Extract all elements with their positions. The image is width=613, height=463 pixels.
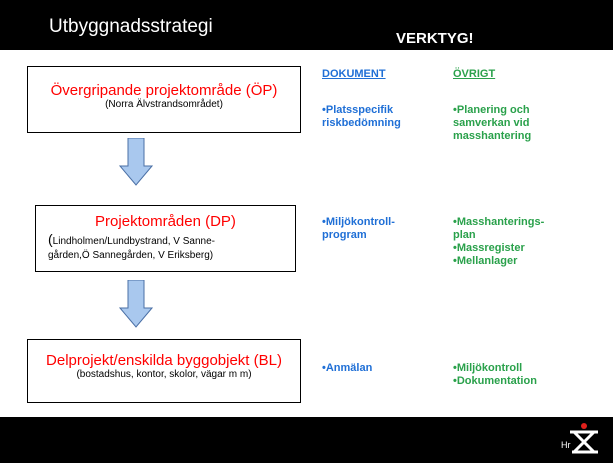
item-line: samverkan vid: [453, 117, 530, 129]
box-project-areas: Projektområden (DP) (Lindholmen/Lundbyst…: [35, 205, 296, 272]
item-line: plan: [453, 229, 476, 241]
box-subtitle-paren: (: [48, 231, 53, 247]
item-line: •Miljökontroll-: [322, 216, 395, 228]
box-subtitle: (bostadshus, kontor, skolor, vägar m m): [76, 369, 252, 380]
item-line: •Massregister: [453, 242, 525, 254]
logo-text: Hr: [561, 440, 571, 450]
item-line: •Platsspecifik: [322, 104, 394, 116]
box-subtitle-line: gården,Ö Sannegården, V Eriksberg): [48, 250, 214, 261]
item-line: •Dokumentation: [453, 375, 537, 387]
item-line: •Anmälan: [322, 362, 373, 374]
dokument-item: •Miljökontroll- program: [322, 216, 395, 242]
down-arrow-icon: [119, 280, 153, 328]
dokument-column-header: DOKUMENT: [322, 68, 386, 80]
dokument-item: •Platsspecifik riskbedömning: [322, 104, 401, 130]
item-line: •Planering och: [453, 104, 530, 116]
item-line: riskbedömning: [322, 117, 401, 129]
box-overall-project-area: Övergripande projektområde (ÖP) (Norra Ä…: [27, 66, 301, 133]
ovrigt-item: •Miljökontroll •Dokumentation: [453, 362, 537, 388]
down-arrow-icon: [119, 138, 153, 186]
item-line: masshantering: [453, 130, 532, 142]
ovrigt-item: •Masshanterings- plan •Massregister •Mel…: [453, 216, 544, 268]
item-line: program: [322, 229, 367, 241]
dokument-item: •Anmälan: [322, 362, 372, 375]
box-subtitle-line: Lindholmen/Lundbystrand, V Sanne-: [52, 236, 216, 247]
box-title: Övergripande projektområde (ÖP): [50, 82, 278, 99]
ovrigt-item: •Planering och samverkan vid masshanteri…: [453, 104, 531, 143]
box-title: Delprojekt/enskilda byggobjekt (BL): [46, 352, 282, 369]
logo-icon: [570, 423, 598, 454]
footer-bar: [0, 417, 613, 463]
tools-heading: VERKTYG!: [396, 30, 474, 47]
slide-title: Utbyggnadsstrategi: [49, 16, 213, 37]
item-line: •Masshanterings-: [453, 216, 545, 228]
header-bar: Utbyggnadsstrategi VERKTYG!: [0, 0, 613, 50]
ovrigt-column-header: ÖVRIGT: [453, 68, 496, 80]
item-line: •Mellanlager: [453, 255, 518, 267]
box-subtitle: (Lindholmen/Lundbystrand, V Sanne- gårde…: [36, 232, 295, 263]
box-subtitle: (Norra Älvstrandsområdet): [105, 99, 223, 110]
box-subprojects: Delprojekt/enskilda byggobjekt (BL) (bos…: [27, 339, 301, 403]
item-line: •Miljökontroll: [453, 362, 523, 374]
box-title: Projektområden (DP): [95, 213, 236, 230]
